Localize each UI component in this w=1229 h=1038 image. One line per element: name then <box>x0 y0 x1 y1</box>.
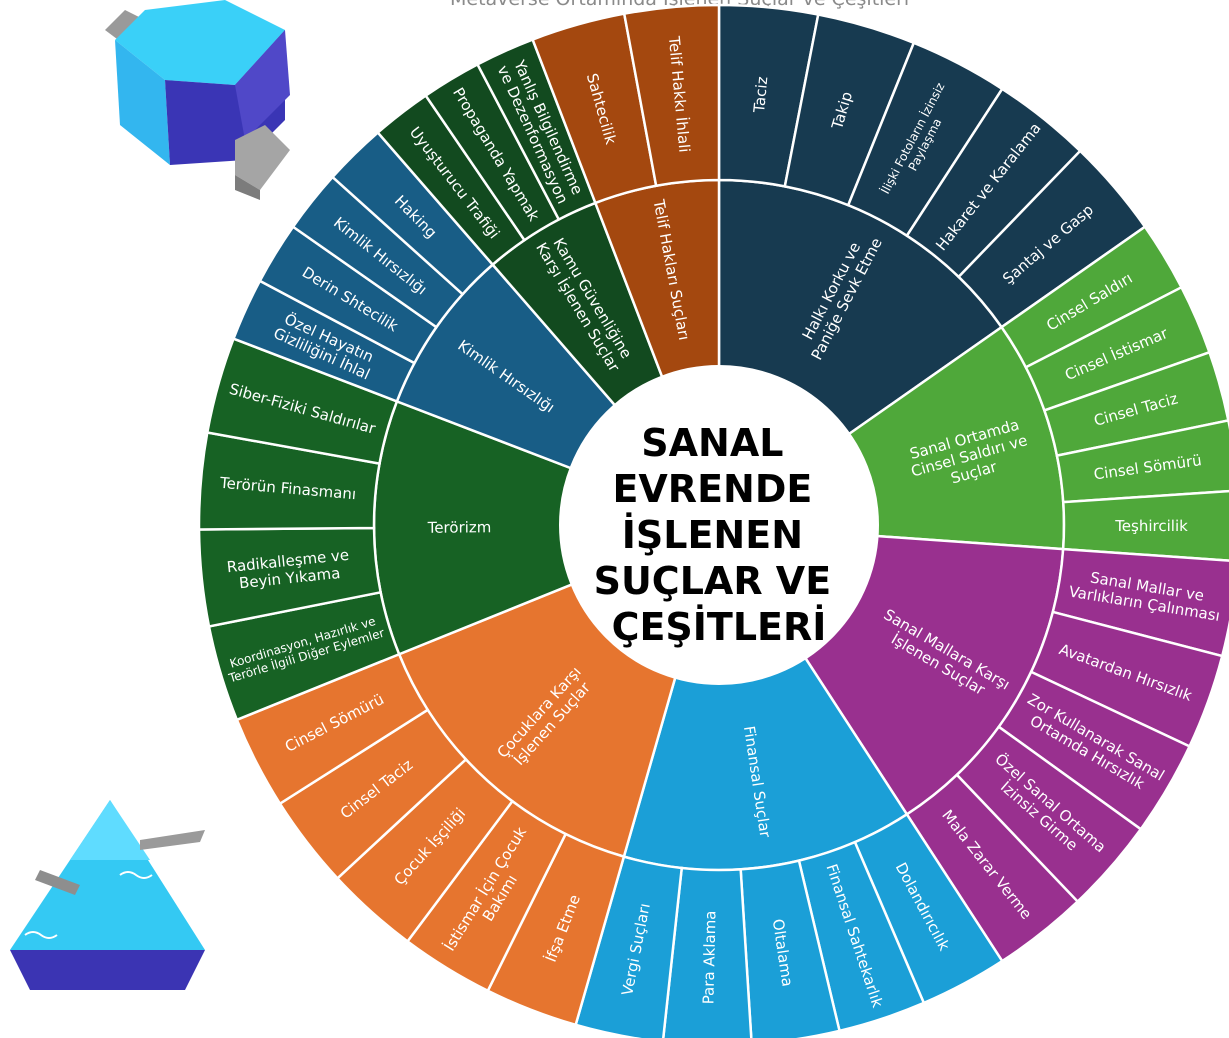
center-line-3: İŞLENEN <box>622 513 803 557</box>
item-label-para-aklama: Para Aklama <box>699 910 719 1004</box>
item-segment-telif-hakki-ihlali <box>622 3 721 188</box>
category-label-terorizm-line: Terörizm <box>427 518 492 537</box>
center-line-2: EVRENDE <box>612 467 812 511</box>
center-line-1: SANAL <box>641 421 783 465</box>
category-label-terorizm: Terörizm <box>427 518 492 537</box>
item-label-teshircilik: Teşhircilik <box>1114 517 1188 535</box>
cube-graphic <box>105 0 290 200</box>
item-label-taciz: Taciz <box>750 76 771 115</box>
center-circle <box>559 365 879 685</box>
item-label-taciz-line: Taciz <box>750 76 771 115</box>
pyramid-graphic <box>10 800 205 990</box>
center-title: SANAL EVRENDE İŞLENEN SUÇLAR VE ÇEŞİTLER… <box>594 421 845 649</box>
page-title: Metaverse Ortamında İşlenen Suçlar ve Çe… <box>450 0 1010 10</box>
center-line-4: SUÇLAR VE <box>594 559 832 603</box>
item-label-teshircilik-line: Teşhircilik <box>1114 517 1188 535</box>
inner-rim <box>559 365 879 685</box>
item-label-para-aklama-line: Para Aklama <box>699 910 719 1004</box>
center-line-5: ÇEŞİTLERİ <box>612 605 827 649</box>
